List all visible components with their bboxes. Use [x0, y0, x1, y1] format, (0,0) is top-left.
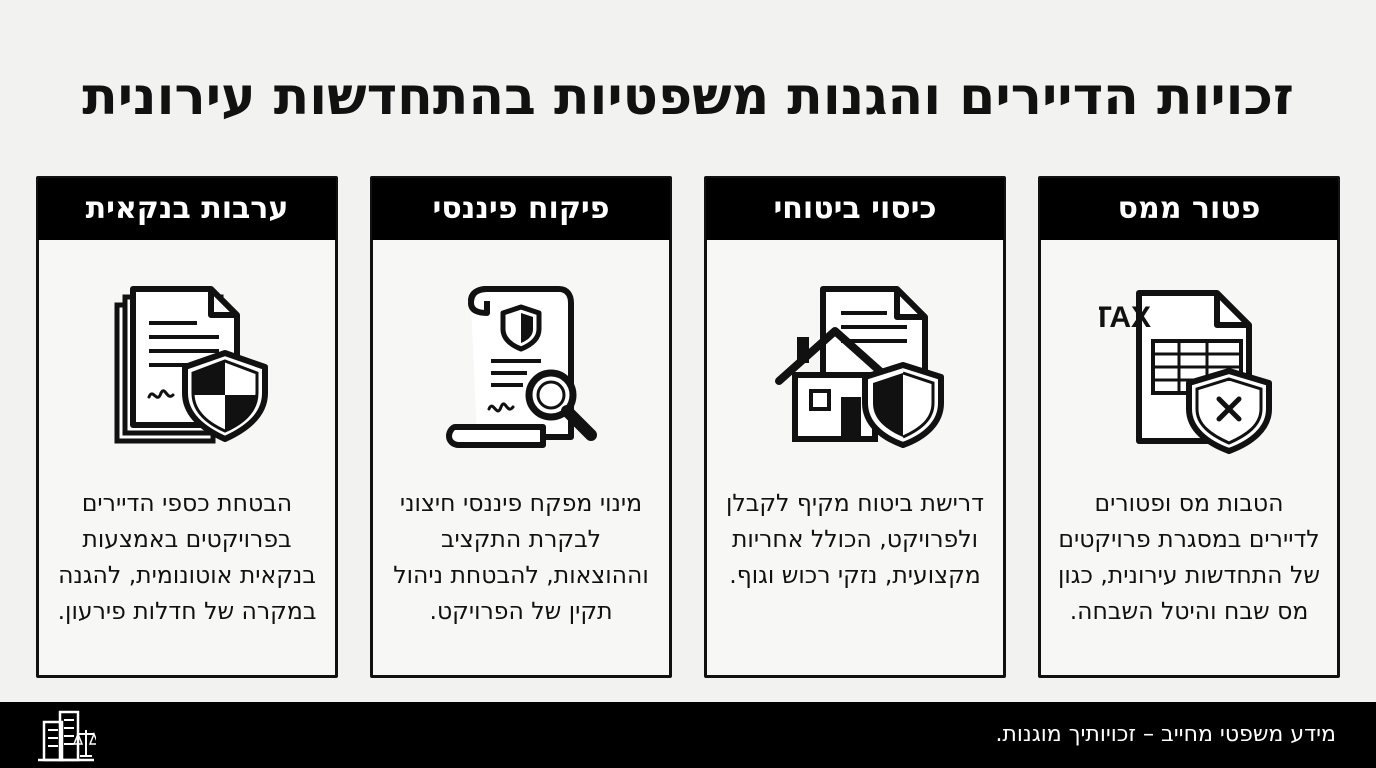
footer-bar: מידע משפטי מחייב – זכויותיך מוגנות.	[0, 702, 1376, 768]
card-insurance-coverage: כיסוי ביטוחי דרישת ביטוח מקיף לקבלן ולפר…	[704, 176, 1006, 678]
card-body: הטבות מס ופטורים לדיירים במסגרת פרויקטים…	[1057, 489, 1321, 625]
card-tax-exemption: פטור ממס TAX הטבות מס ופטורים לדיירים במ…	[1038, 176, 1340, 678]
tax-label: TAX	[1099, 301, 1151, 334]
card-body: הבטחת כספי הדיירים בפרויקטים באמצעות בנק…	[57, 489, 317, 625]
card-bank-guarantee: ערבות בנקאית הבטחת כספי הדיירים בפרויקטי…	[36, 176, 338, 678]
footer-text: מידע משפטי מחייב – זכויותיך מוגנות.	[995, 722, 1336, 747]
card-heading: פטור ממס	[1040, 178, 1338, 240]
building-scales-logo-icon	[36, 708, 96, 764]
card-heading: כיסוי ביטוחי	[706, 178, 1004, 240]
document-magnifier-icon	[431, 279, 611, 459]
documents-shield-icon	[97, 279, 277, 459]
card-financial-supervision: פיקוח פיננסי מינוי מפקח פיננסי חיצוני לב…	[370, 176, 672, 678]
tax-document-shield-icon: TAX	[1099, 279, 1279, 459]
card-heading: פיקוח פיננסי	[372, 178, 670, 240]
card-heading: ערבות בנקאית	[38, 178, 336, 240]
page-title: זכויות הדיירים והגנות משפטיות בהתחדשות ע…	[82, 67, 1294, 127]
card-body: דרישת ביטוח מקיף לקבלן ולפרויקט, הכולל א…	[726, 489, 984, 589]
card-body: מינוי מפקח פיננסי חיצוני לבקרת התקציב וה…	[393, 489, 649, 625]
house-shield-icon	[765, 279, 945, 459]
